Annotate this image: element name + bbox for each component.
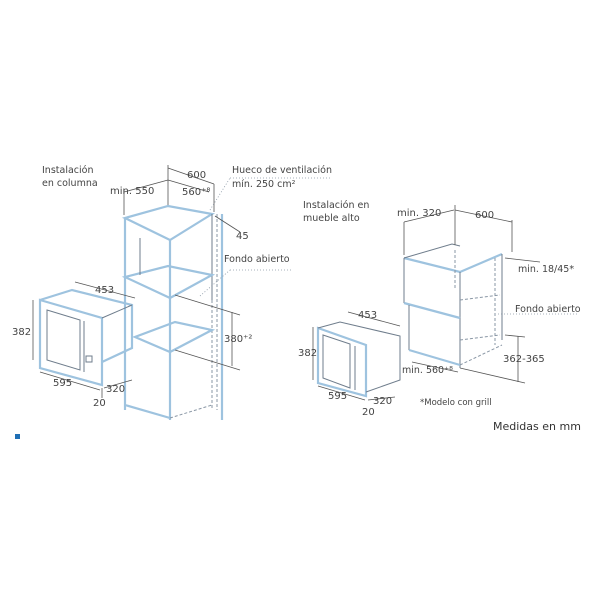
dim-min-18-45: min. 18/45* xyxy=(518,264,574,275)
right-microwave xyxy=(316,321,401,398)
dim-600-right: 600 xyxy=(475,210,494,221)
dim-20-left: 20 xyxy=(93,398,106,409)
ventilation-area: mín. 250 cm² xyxy=(232,179,296,190)
right-title-line1: Instalación en xyxy=(303,200,369,211)
dim-380: 380⁺² xyxy=(224,334,252,345)
dim-600-left: 600 xyxy=(187,170,206,181)
dim-45: 45 xyxy=(236,231,249,242)
right-dimension-lines xyxy=(312,205,578,401)
accent-square-marker xyxy=(15,434,20,439)
dim-min-560: min. 560⁺⁸ xyxy=(402,365,453,376)
ventilation-label: Hueco de ventilación xyxy=(232,165,332,176)
dim-453-left: 453 xyxy=(95,285,114,296)
open-back-left: Fondo abierto xyxy=(224,254,290,265)
dim-382-left: 382 xyxy=(12,327,31,338)
dim-560-left: 560⁺⁸ xyxy=(182,187,210,198)
wall-cabinet xyxy=(403,243,503,368)
dim-453-right: 453 xyxy=(358,310,377,321)
left-title-line2: en columna xyxy=(42,178,98,189)
dim-362-365: 362-365 xyxy=(503,354,545,365)
dim-min-550: min. 550 xyxy=(110,186,154,197)
left-dimension-lines xyxy=(32,165,330,398)
dim-min-320: min. 320 xyxy=(397,208,441,219)
units-note: Medidas en mm xyxy=(493,420,581,433)
dim-320-right: 320 xyxy=(373,396,392,407)
dim-20-right: 20 xyxy=(362,407,375,418)
dim-320-left: 320 xyxy=(106,384,125,395)
dim-382-right: 382 xyxy=(298,348,317,359)
open-back-right: Fondo abierto xyxy=(515,304,581,315)
grill-note: *Modelo con grill xyxy=(420,398,492,408)
column-cabinet xyxy=(121,204,224,420)
dim-595-right: 595 xyxy=(328,391,347,402)
right-title-line2: mueble alto xyxy=(303,213,360,224)
left-title-line1: Instalación xyxy=(42,165,93,176)
left-microwave xyxy=(38,288,134,387)
dim-595-left: 595 xyxy=(53,378,72,389)
